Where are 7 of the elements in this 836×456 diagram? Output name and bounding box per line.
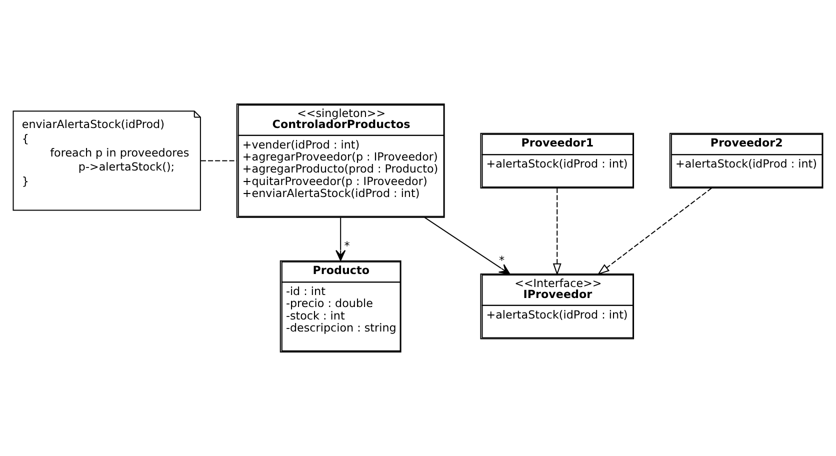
connector <box>200 160 237 162</box>
arrow <box>597 188 712 275</box>
arrow <box>424 217 510 274</box>
arrow <box>336 218 346 261</box>
edge-label: * <box>344 240 350 253</box>
arrow <box>552 188 562 276</box>
edge-label: * <box>499 254 505 267</box>
